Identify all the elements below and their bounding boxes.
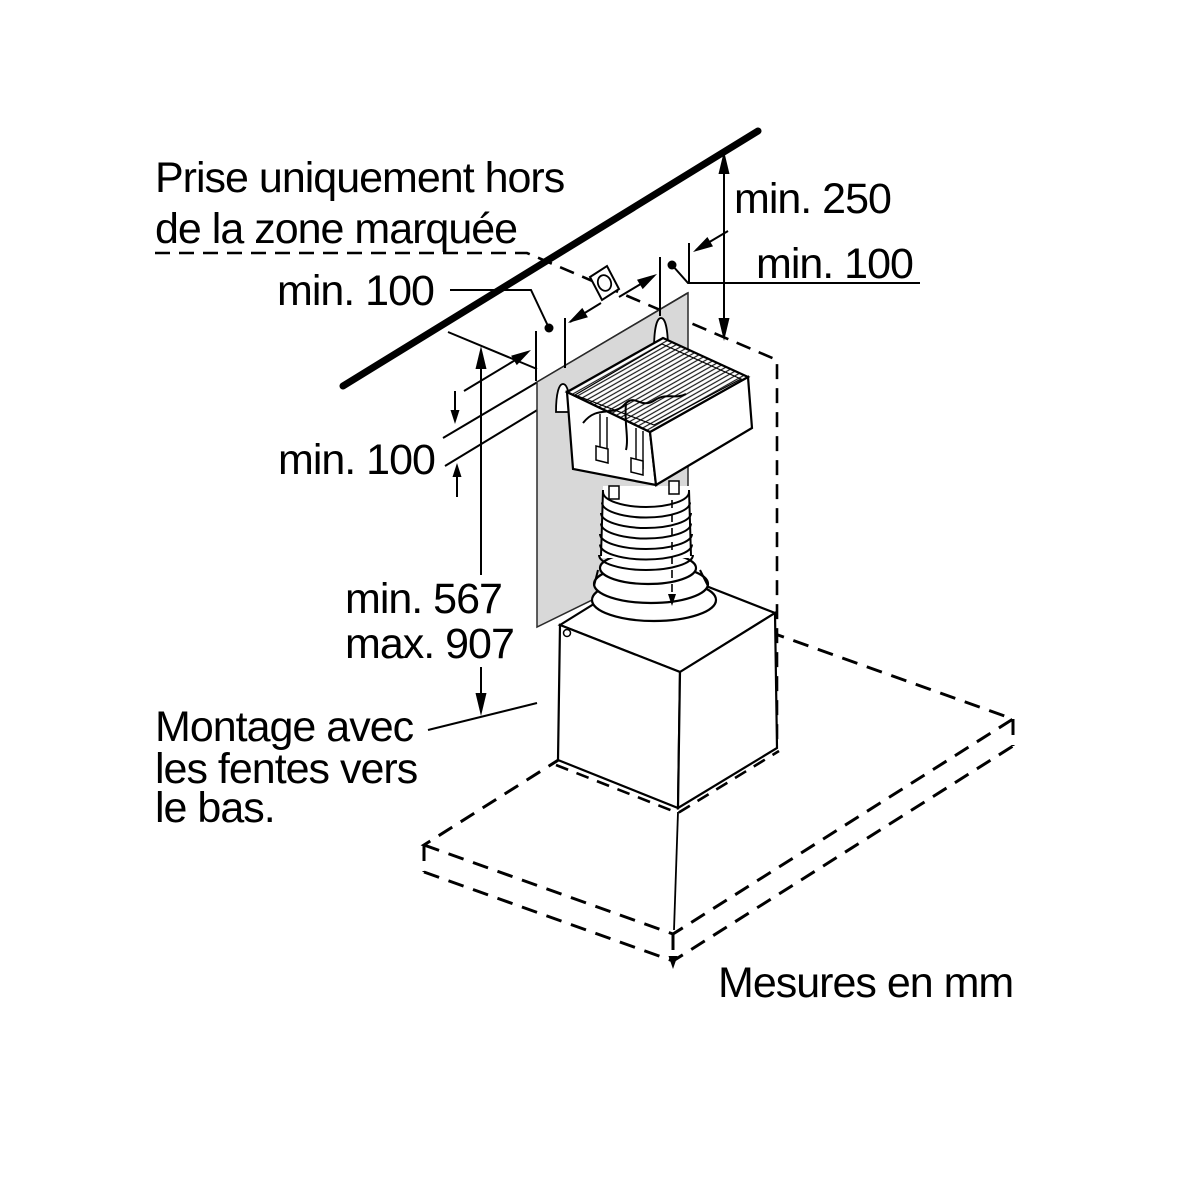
label-min-567: min. 567 (345, 575, 502, 623)
label-outlet-note-2: de la zone marquée (155, 205, 517, 253)
label-min-250: min. 250 (734, 175, 891, 223)
power-outlet-icon (588, 264, 621, 302)
label-min-100-right: min. 100 (756, 240, 913, 288)
label-outlet-note-1: Prise uniquement hors (155, 154, 564, 202)
cable (582, 393, 687, 424)
mount-note-leader (427, 702, 538, 731)
label-max-907: max. 907 (345, 620, 514, 668)
offset-arrowheads (511, 237, 713, 366)
label-mount-note-3: le bas. (155, 784, 275, 832)
labels: Prise uniquement hors de la zone marquée… (155, 154, 1014, 1007)
duct-connector-tabs (608, 480, 680, 500)
label-mount-note-1: Montage avec (155, 703, 414, 751)
slab-corner-arrow (668, 956, 678, 969)
band-clearance-arrows (450, 391, 462, 497)
label-min-100-left: min. 100 (278, 436, 435, 484)
label-units: Mesures en mm (718, 959, 1013, 1007)
ceiling-line (339, 127, 762, 390)
flex-duct (598, 486, 694, 571)
leader-lines (450, 260, 920, 333)
dimension-min-250 (718, 151, 730, 341)
chimney-bottom-dashed (555, 749, 780, 815)
plumb-line (673, 811, 679, 931)
marked-zone-boundary (155, 251, 779, 745)
center-axis (668, 486, 676, 606)
label-mount-note-2: les fentes vers (155, 745, 417, 793)
filter-box (564, 336, 754, 487)
duct-collar (590, 550, 718, 623)
label-min-100-upper: min. 100 (277, 267, 434, 315)
